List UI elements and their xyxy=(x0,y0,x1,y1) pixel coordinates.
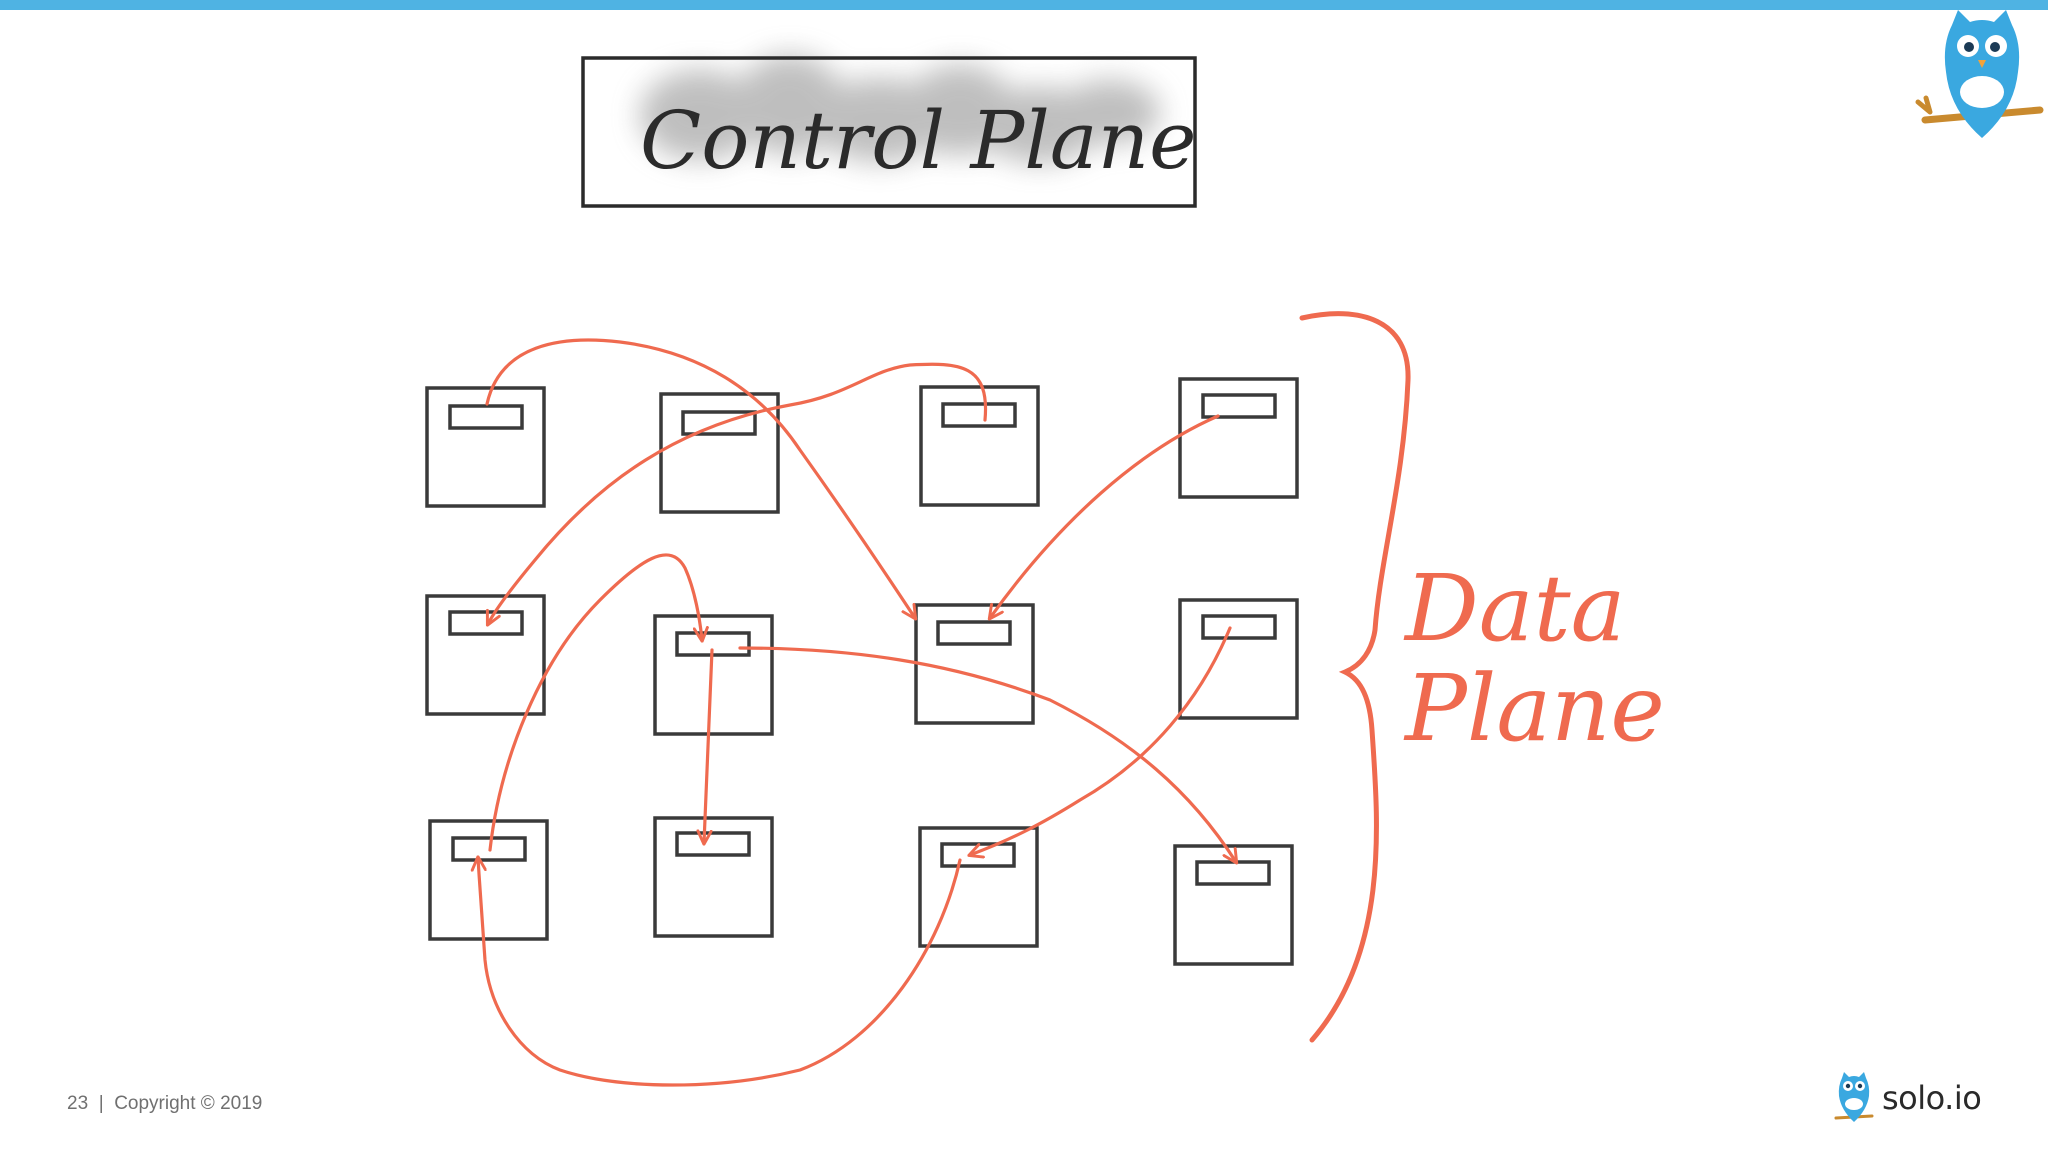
arrow xyxy=(485,338,915,618)
service-box xyxy=(919,385,1040,507)
slide-footer: 23 | Copyright © 2019 xyxy=(67,1093,262,1115)
service-box xyxy=(428,819,549,941)
service-box xyxy=(914,603,1035,725)
data-plane-label-line1: Data xyxy=(1403,555,1625,662)
traffic-arrows xyxy=(478,338,1236,1087)
brand-logo: solo.io xyxy=(1832,1068,2002,1128)
service-box xyxy=(1178,377,1299,499)
page-number: 23 xyxy=(67,1093,89,1114)
arrow xyxy=(478,858,962,1087)
data-plane-label-line2: Plane xyxy=(1403,655,1665,762)
data-plane-services xyxy=(425,377,1299,966)
arrow xyxy=(970,626,1232,855)
control-plane-box: Control Plane xyxy=(581,55,1197,208)
service-box xyxy=(425,386,546,508)
brand-name: solo.io xyxy=(1882,1079,1982,1117)
owl-logo-icon xyxy=(1834,1072,1874,1122)
service-box xyxy=(1178,598,1299,720)
service-box xyxy=(425,594,546,716)
data-plane-brace xyxy=(1299,311,1411,1043)
control-plane-title: Control Plane xyxy=(640,94,1196,187)
arrow xyxy=(488,553,702,852)
owl-mascot-icon xyxy=(1915,10,2044,138)
service-box xyxy=(1173,844,1294,966)
service-box xyxy=(653,816,774,938)
copyright-text: Copyright © 2019 xyxy=(114,1093,263,1114)
arrow xyxy=(488,362,988,624)
service-box xyxy=(653,614,774,736)
arrow xyxy=(738,646,1236,862)
arrow xyxy=(704,648,714,843)
top-accent-bar xyxy=(0,0,2048,10)
service-box xyxy=(659,392,780,514)
footer-separator: | xyxy=(98,1093,104,1114)
arrow xyxy=(990,414,1220,618)
